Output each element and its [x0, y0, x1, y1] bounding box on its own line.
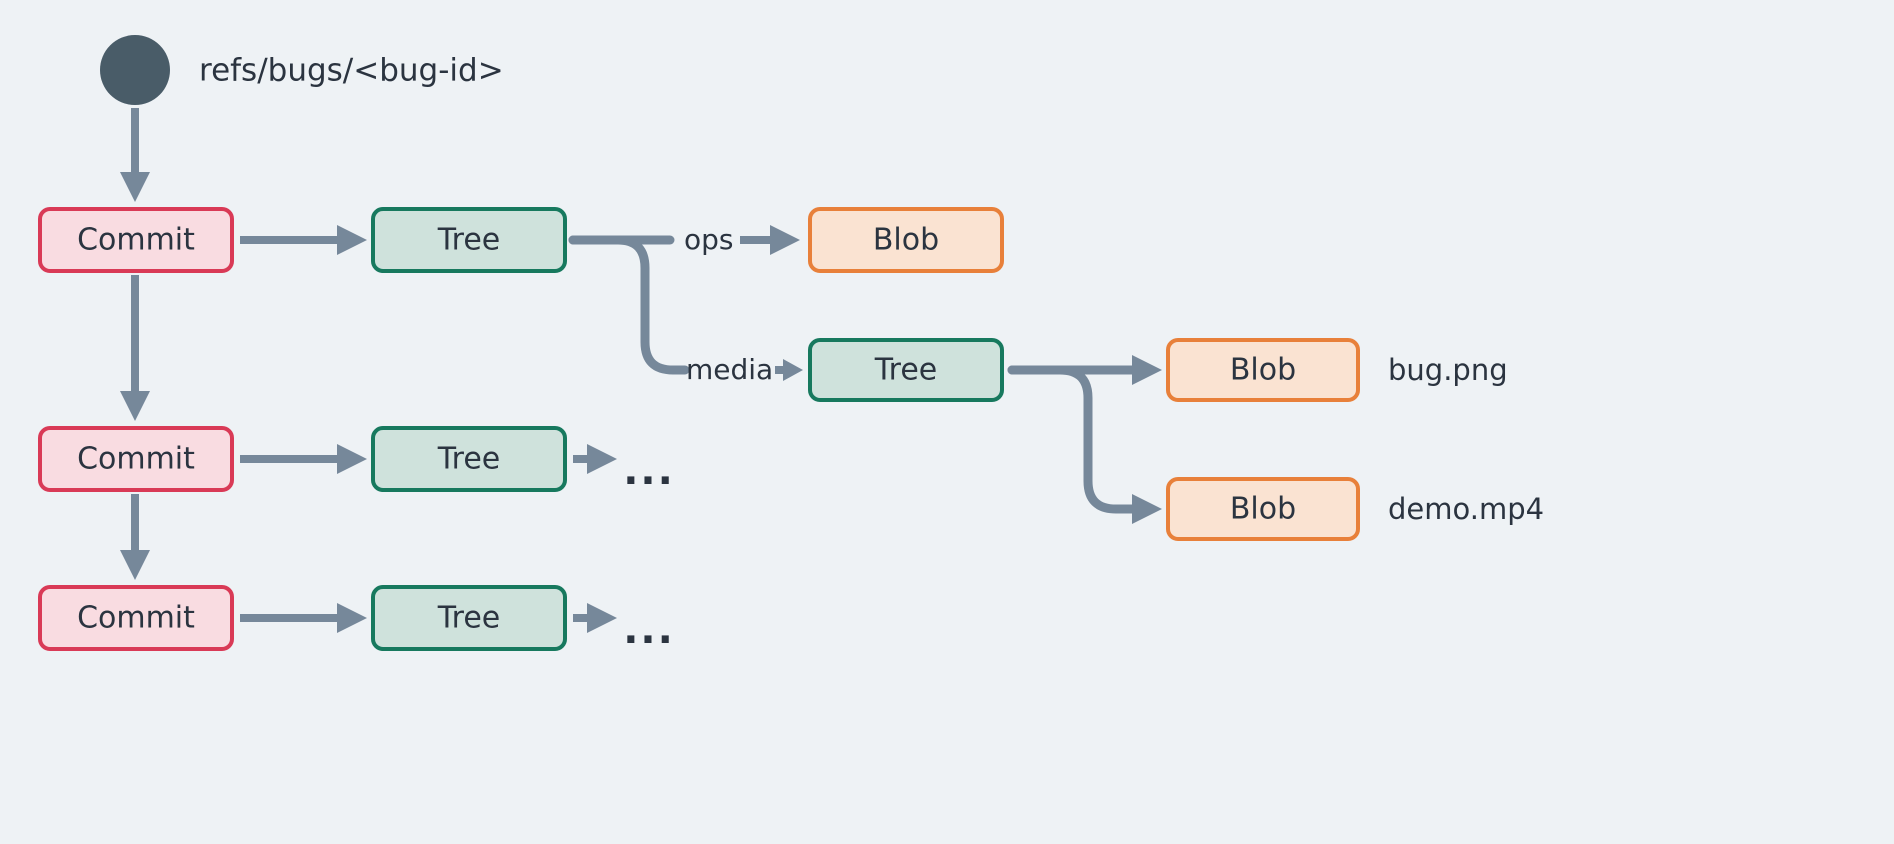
edge-label-ops: ops — [684, 223, 734, 256]
blob-demo-mp4-label: Blob — [1230, 492, 1296, 527]
edge-media-to-tree — [775, 359, 803, 381]
side-label-bug-png: bug.png — [1388, 353, 1508, 387]
tree-3-label: Tree — [437, 601, 501, 636]
edge-commit2-to-tree2 — [240, 444, 367, 474]
node-commit-1[interactable]: Commit — [38, 207, 234, 273]
blob-ops-label: Blob — [873, 223, 939, 258]
ellipsis-tree-3-more: ... — [623, 607, 675, 653]
tree-2-label: Tree — [437, 442, 501, 477]
node-commit-2[interactable]: Commit — [38, 426, 234, 492]
tree-media-label: Tree — [874, 353, 938, 388]
edge-treemedia-fanout — [1007, 355, 1162, 524]
ellipsis-tree-2-more: ... — [623, 448, 675, 494]
edge-label-media: media — [686, 353, 773, 386]
node-blob-ops[interactable]: Blob — [808, 207, 1004, 273]
blob-bug-png-box[interactable] — [1166, 338, 1360, 402]
edge-commit1-to-tree1 — [240, 225, 367, 255]
tree-2-box[interactable] — [371, 426, 567, 492]
node-tree-1[interactable]: Tree — [371, 207, 567, 273]
side-label-demo-mp4: demo.mp4 — [1388, 492, 1544, 526]
edge-tree2-to-more — [573, 444, 617, 474]
node-blob-demo-mp4[interactable]: Blob — [1166, 477, 1360, 541]
tree-3-box[interactable] — [371, 585, 567, 651]
ref-head-dot[interactable] — [100, 35, 170, 105]
commit-3-box[interactable] — [38, 585, 234, 651]
node-tree-2[interactable]: Tree — [371, 426, 567, 492]
ref-label: refs/bugs/<bug-id> — [199, 53, 504, 89]
blob-demo-mp4-box[interactable] — [1166, 477, 1360, 541]
tree-1-box[interactable] — [371, 207, 567, 273]
commit-2-box[interactable] — [38, 426, 234, 492]
node-commit-3[interactable]: Commit — [38, 585, 234, 651]
edge-commit3-to-tree3 — [240, 603, 367, 633]
node-blob-bug-png[interactable]: Blob — [1166, 338, 1360, 402]
tree-1-label: Tree — [437, 223, 501, 258]
node-tree-3[interactable]: Tree — [371, 585, 567, 651]
edge-tree1-fanout — [568, 235, 690, 375]
edge-ref-to-commit1 — [120, 108, 150, 202]
edge-tree3-to-more — [573, 603, 617, 633]
commit-1-label: Commit — [77, 223, 195, 258]
edge-ops-to-blob — [740, 225, 800, 255]
blob-bug-png-label: Blob — [1230, 353, 1296, 388]
blob-ops-box[interactable] — [808, 207, 1004, 273]
edge-commit1-to-commit2 — [120, 275, 150, 421]
commit-2-label: Commit — [77, 442, 195, 477]
commit-3-label: Commit — [77, 601, 195, 636]
commit-1-box[interactable] — [38, 207, 234, 273]
node-tree-media[interactable]: Tree — [808, 338, 1004, 402]
edge-commit2-to-commit3 — [120, 494, 150, 580]
tree-media-box[interactable] — [808, 338, 1004, 402]
